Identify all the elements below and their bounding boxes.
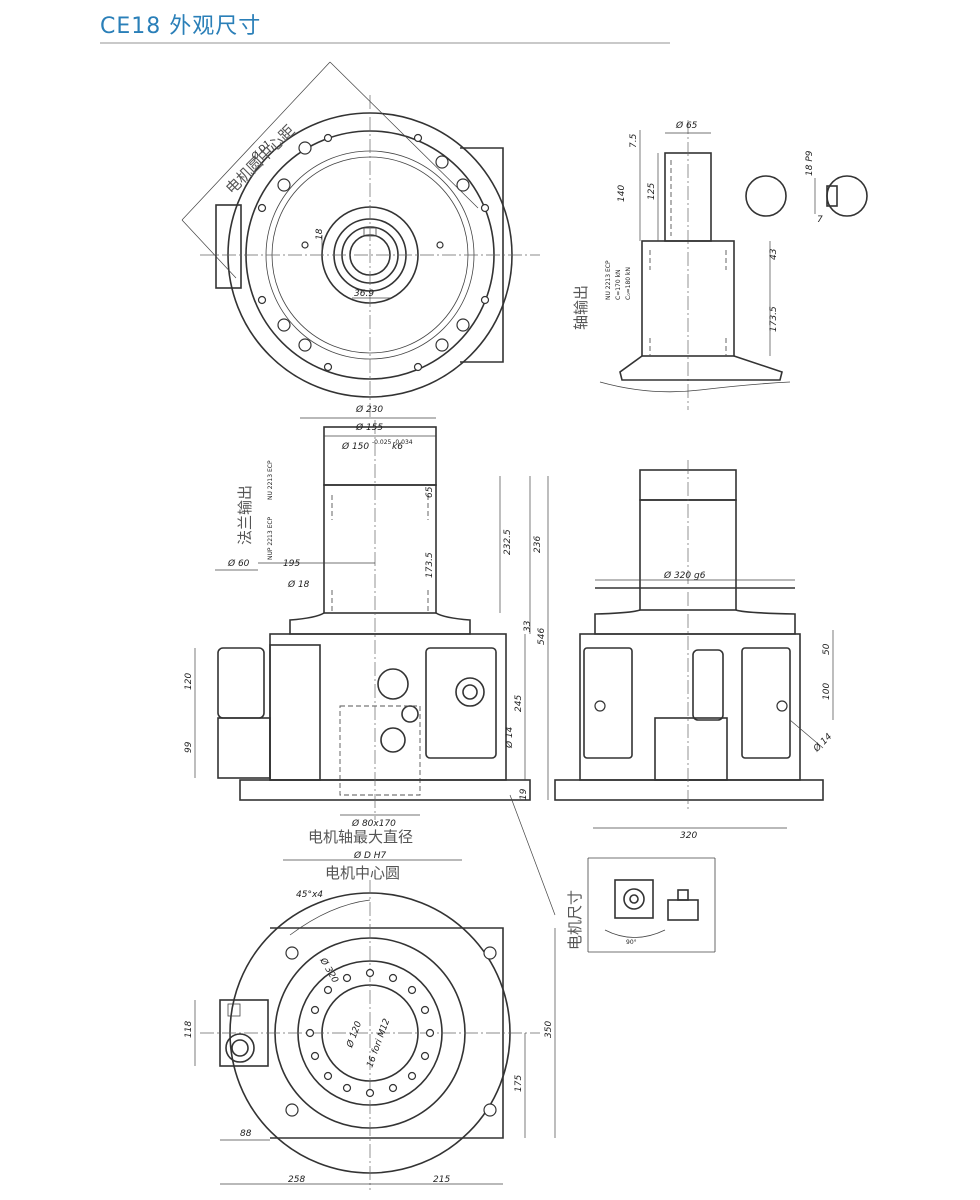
motor-stub (217, 647, 265, 719)
dim-258: 258 (288, 1175, 305, 1185)
dim-14-b: Ø 14 (811, 731, 835, 755)
dim-14: Ø 14 (504, 726, 515, 749)
dim-88: 88 (240, 1129, 252, 1139)
dim-173-5-a: 173.5 (769, 306, 779, 332)
title-divider (100, 42, 670, 44)
dim-100: 100 (822, 683, 832, 700)
dim-45x4: 45°x4 (296, 890, 323, 900)
label-shaft-output: 轴输出 (572, 285, 590, 330)
dim-215: 215 (433, 1175, 450, 1185)
dim-120-b: Ø 120 (344, 1020, 364, 1050)
side-box (215, 204, 242, 289)
dim-tol: -0.025 -0.034 (372, 439, 413, 446)
dim-dh7: Ø D H7 (353, 850, 387, 861)
motor-size-inset (587, 857, 716, 953)
main-front-view (194, 417, 556, 916)
top-flange-view (181, 61, 540, 420)
label-motor-shaft-max: 电机轴最大直径 (308, 828, 413, 846)
bottom-corner-holes (285, 946, 497, 1117)
dim-236: 236 (533, 536, 543, 553)
note-nup2213-b: NUP 2213 ECP (267, 516, 274, 560)
label-motor-center-circle: 电机中心圆 (325, 864, 400, 882)
dim-99: 99 (184, 741, 194, 753)
dim-320: 320 (680, 831, 697, 841)
note-nu2213-a: NU 2213 ECP (605, 260, 612, 300)
dim-19: 19 (519, 788, 529, 800)
shaft-housing (641, 240, 735, 357)
dim-m12: 16 fori M12 (365, 1017, 392, 1069)
dim-232-5: 232.5 (503, 529, 513, 555)
dim-33: 33 (523, 620, 533, 632)
dim-18-b: Ø 18 (287, 579, 310, 590)
bottom-view (194, 880, 556, 1190)
dim-65-b: 65 (425, 486, 435, 498)
dim-118: 118 (184, 1021, 194, 1038)
dim-80x170: Ø 80x170 (351, 818, 396, 829)
label-motor-size: 电机尺寸 (566, 890, 584, 950)
dim-173-5-b: 173.5 (425, 552, 435, 578)
m12-holes (305, 968, 435, 1098)
dim-65: Ø 65 (675, 120, 698, 131)
note-c170-a: C=170 kN (615, 269, 622, 300)
dim-43: 43 (769, 248, 779, 260)
dim-195: 195 (283, 559, 300, 569)
dim-125: 125 (647, 183, 657, 200)
dim-36-9: 36.9 (354, 289, 374, 299)
note-c0180-a: C₀=180 kN (625, 267, 632, 300)
dim-key-18: 18 (315, 228, 325, 240)
dim-120: 120 (184, 673, 194, 690)
base-plate (239, 779, 531, 801)
dim-k6: k6 (392, 442, 403, 452)
dim-60: Ø 60 (227, 558, 250, 569)
dim-90deg: 90° (626, 939, 637, 946)
dim-7: 7 (817, 215, 823, 225)
dim-245: 245 (514, 695, 524, 712)
dim-140: 140 (617, 185, 627, 202)
dim-230: Ø 230 (355, 404, 383, 415)
dim-320-g6: Ø 320 g6 (663, 570, 706, 581)
flange-bolt-holes (257, 133, 490, 372)
dim-50: 50 (822, 643, 832, 655)
shaft-output-detail (599, 120, 868, 410)
dim-7-5: 7.5 (629, 133, 639, 148)
side-view (554, 460, 834, 829)
dim-150: Ø 150 (341, 441, 369, 452)
dim-546: 546 (537, 628, 547, 645)
note-nu2213-b: NU 2213 ECP (267, 460, 274, 500)
dim-18-p9: 18 P9 (805, 150, 815, 176)
dim-175: 175 (514, 1075, 524, 1092)
dim-350: 350 (544, 1021, 554, 1038)
label-flange-output: 法兰输出 (236, 485, 254, 545)
dim-155: Ø 155 (355, 422, 383, 433)
page-title: CE18 外观尺寸 (100, 14, 262, 39)
